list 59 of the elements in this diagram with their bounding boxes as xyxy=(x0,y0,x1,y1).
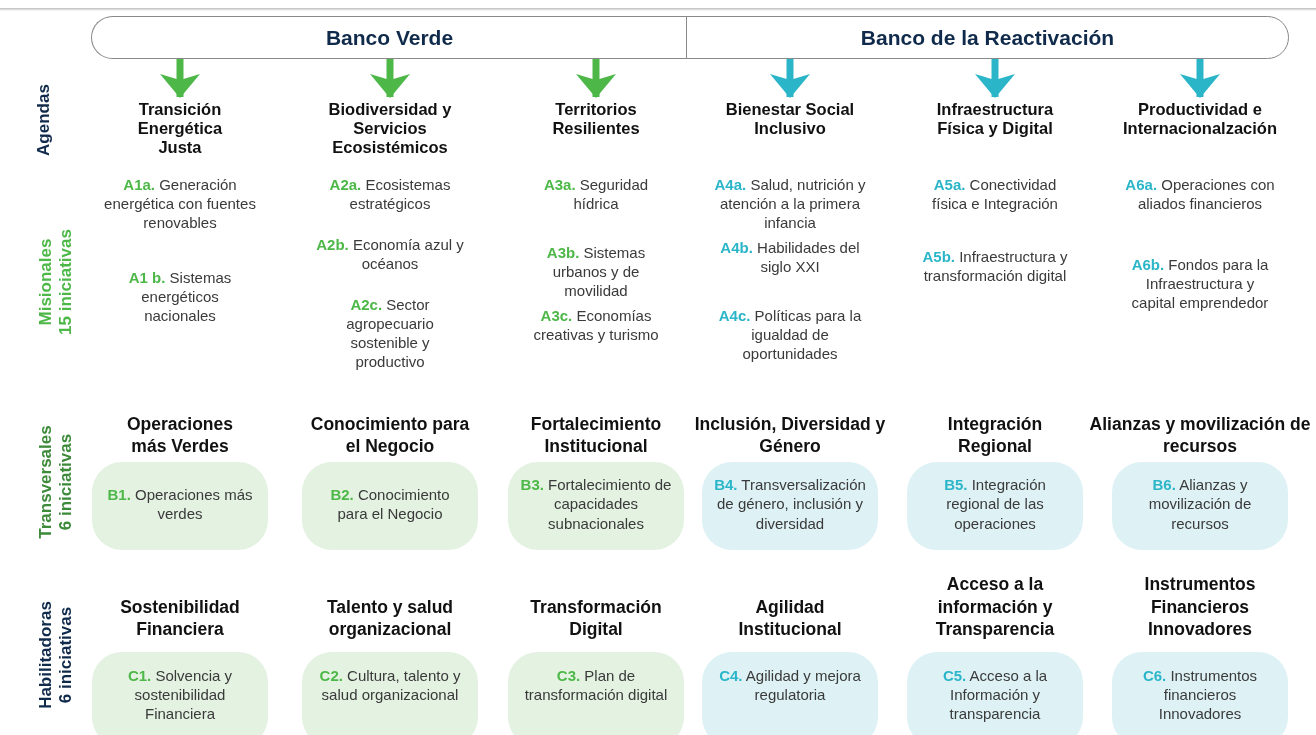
initiative-text: C3. Plan de transformación digital xyxy=(523,666,669,705)
down-arrow xyxy=(770,59,810,98)
agenda-heading: Biodiversidad y Servicios Ecosistémicos xyxy=(327,100,453,157)
initiative-heading: Integración Regional xyxy=(946,412,1044,458)
initiative-heading: Instrumentos Financieros Innovadores xyxy=(1143,572,1257,641)
initiative-text: C6. Instrumentos financieros Innovadores xyxy=(1141,666,1259,724)
initiative-text: B5. Integración regional de las operaciones xyxy=(943,475,1047,533)
down-arrow xyxy=(576,59,616,98)
initiative-text: C4. Agilidad y mejora regulatoria xyxy=(718,666,862,705)
initiative-text: B1. Operaciones más verdes xyxy=(106,484,254,524)
initiative-text: B4. Transversalización de género, inclusión y diversidad xyxy=(714,475,866,533)
initiative-text: C2. Cultura, talento y salud organizacional xyxy=(318,666,462,705)
row-label: Transversales 6 iniciativas xyxy=(36,424,76,541)
initiative-heading: Inclusión, Diversidad y Género xyxy=(693,412,887,458)
down-arrow xyxy=(370,59,410,98)
initiative-text: A3a. Seguridad hídrica xyxy=(542,175,650,214)
initiative-text: A4b. Habilidades del siglo XXI xyxy=(719,238,861,277)
initiative-text: A5a. Conectividad física e Integración xyxy=(931,175,1059,214)
initiative-text: A2b. Economía azul y océanos xyxy=(315,235,465,274)
agenda-heading: Territorios Resilientes xyxy=(551,100,641,138)
initiative-heading: Fortalecimiento Institucional xyxy=(529,412,663,458)
initiative-text: A2a. Ecosistemas estratégicos xyxy=(328,175,452,214)
initiative-heading: Operaciones más Verdes xyxy=(126,412,234,458)
initiative-text: A5b. Infraestructura y transformación digital xyxy=(921,247,1069,286)
agenda-heading: Bienestar Social Inclusivo xyxy=(724,100,856,138)
initiative-text: A1 b. Sistemas energéticos nacionales xyxy=(127,268,233,326)
initiative-text: A4a. Salud, nutrición y atención a la primera infancia xyxy=(714,175,866,233)
initiative-text: A2c. Sector agropecuario sostenible y productivo xyxy=(345,295,435,372)
row-label: Habilitadoras 6 iniciativas xyxy=(36,600,76,711)
banner-title: Banco de la Reactivación xyxy=(860,25,1115,50)
initiative-text: A4c. Políticas para la igualdad de oportunidades xyxy=(717,306,863,364)
agenda-heading: Infraestructura Física y Digital xyxy=(935,100,1055,138)
bank-banner xyxy=(686,16,1289,59)
initiative-text: C5. Acceso a la Información y transparencia xyxy=(941,666,1049,724)
initiative-text: A1a. Generación energética con fuentes renovables xyxy=(104,175,256,233)
agenda-heading: Transición Energética Justa xyxy=(136,100,224,157)
down-arrow xyxy=(975,59,1015,98)
bank-banner xyxy=(91,16,687,59)
initiative-heading: Transformación Digital xyxy=(529,595,663,641)
initiative-text: B2. Conocimiento para el Negocio xyxy=(329,484,451,524)
initiative-text: C1. Solvencia y sostenibilidad Financiera xyxy=(126,666,234,724)
banner-title: Banco Verde xyxy=(325,25,454,50)
initiative-text: A6a. Operaciones con aliados financieros xyxy=(1124,175,1276,214)
down-arrow xyxy=(160,59,200,98)
initiative-text: B3. Fortalecimiento de capacidades subnacionales xyxy=(520,475,672,533)
initiative-heading: Talento y salud organizacional xyxy=(325,595,455,641)
initiative-heading: Acceso a la información y Transparencia xyxy=(934,572,1056,641)
initiative-text: A3c. Economías creativas y turismo xyxy=(532,306,660,345)
initiative-heading: Alianzas y movilización de recursos xyxy=(1088,412,1312,458)
initiative-text: B6. Alianzas y movilización de recursos xyxy=(1147,475,1253,533)
agenda-heading: Productividad e Internacionalzación xyxy=(1121,100,1278,138)
initiative-text: A6b. Fondos para la Infraestructura y capital emprendedor xyxy=(1130,255,1270,313)
down-arrow xyxy=(1180,59,1220,98)
initiative-heading: Sostenibilidad Financiera xyxy=(119,595,241,641)
initiative-heading: Conocimiento para el Negocio xyxy=(310,412,470,458)
row-label: Agendas xyxy=(33,83,55,158)
initiative-heading: Agilidad Institucional xyxy=(737,595,843,641)
initiative-text: A3b. Sistemas urbanos y de movilidad xyxy=(545,243,647,301)
row-label: Misionales 15 iniciativas xyxy=(36,228,76,337)
